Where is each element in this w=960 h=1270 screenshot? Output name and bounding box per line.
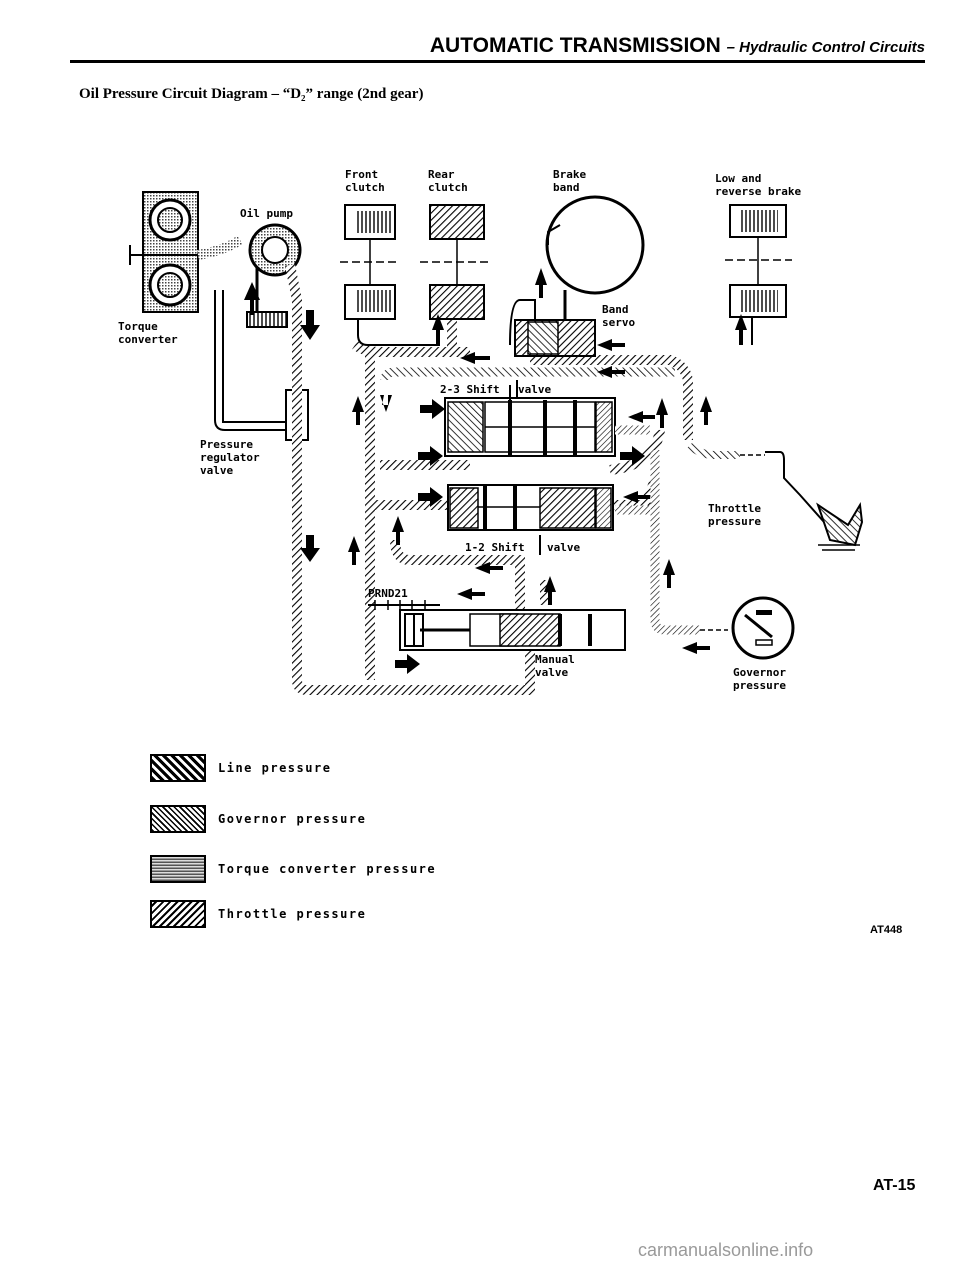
label-pressure-regulator-3: valve	[200, 464, 233, 477]
front-clutch	[340, 204, 440, 346]
label-low-reverse-2: reverse brake	[715, 185, 801, 198]
oil-pump	[246, 223, 302, 328]
label-prnd21: PRND21	[368, 587, 408, 600]
label-low-reverse-1: Low and	[715, 172, 761, 185]
flow-arrow	[663, 559, 675, 588]
flow-arrows	[244, 268, 747, 674]
flow-arrow	[628, 411, 655, 423]
flow-arrow	[418, 487, 443, 507]
flow-arrow	[544, 576, 556, 605]
label-brake-band-1: Brake	[553, 168, 586, 181]
label-shift-2-3-valve: valve	[518, 383, 551, 396]
label-front-clutch-2: clutch	[345, 181, 385, 194]
flow-arrow	[475, 562, 503, 574]
header-title: AUTOMATIC TRANSMISSION – Hydraulic Contr…	[430, 34, 925, 58]
label-shift-1-2-valve: valve	[547, 541, 580, 554]
label-oil-pump: Oil pump	[240, 207, 293, 220]
flow-arrow	[623, 491, 650, 503]
label-shift-2-3: 2-3 Shift	[440, 383, 500, 396]
legend-swatch-governor	[150, 805, 206, 833]
label-band-servo-2: servo	[602, 316, 635, 329]
flow-arrow	[380, 395, 392, 412]
header-subtitle: – Hydraulic Control Circuits	[726, 39, 925, 56]
flow-arrow	[535, 268, 547, 298]
flow-arrow	[597, 339, 625, 351]
flow-arrow	[432, 314, 444, 345]
oil-circuit-diagram: Torque converter Oil pump Pressure regul…	[118, 168, 864, 695]
line-pressure-circuit	[285, 264, 693, 695]
page-number: AT-15	[873, 1177, 916, 1194]
torque-converter	[129, 191, 199, 313]
label-rear-clutch-1: Rear	[428, 168, 455, 181]
flow-arrow	[597, 366, 625, 378]
legend-label-line: Line pressure	[218, 761, 332, 775]
flow-arrow	[682, 642, 710, 654]
shift-valve-1-2	[390, 484, 614, 565]
label-brake-band-2: band	[553, 181, 580, 194]
flow-arrow	[300, 310, 320, 340]
label-governor-2: pressure	[733, 679, 786, 692]
label-throttle-1: Throttle	[708, 502, 761, 515]
flow-arrow	[418, 446, 443, 466]
throttle-pedal	[816, 501, 864, 551]
label-shift-1-2: 1-2 Shift	[465, 541, 525, 554]
figure-code: AT448	[870, 924, 903, 936]
diagram-caption: Oil Pressure Circuit Diagram – “D₂” rang…	[79, 86, 424, 102]
flow-arrow	[395, 654, 420, 674]
flow-arrow	[620, 446, 645, 466]
flow-arrow	[300, 535, 320, 562]
flow-arrow	[460, 352, 490, 364]
label-manual-valve-1: Manual	[535, 653, 575, 666]
flow-arrow	[735, 314, 747, 345]
rear-clutch	[420, 204, 490, 355]
label-band-servo-1: Band	[602, 303, 629, 316]
governor-pressure-circuit	[615, 425, 700, 635]
legend-label-governor: Governor pressure	[218, 812, 367, 826]
label-rear-clutch-2: clutch	[428, 181, 468, 194]
band-servo	[509, 299, 596, 357]
manual-valve	[368, 600, 626, 651]
flow-arrow	[700, 396, 712, 425]
label-torque-converter-1: Torque	[118, 320, 158, 333]
header-rule	[70, 60, 925, 63]
header-main-title: AUTOMATIC TRANSMISSION	[429, 34, 721, 57]
low-reverse-brake	[725, 204, 792, 345]
flow-arrow	[392, 516, 404, 545]
label-manual-valve-2: valve	[535, 666, 568, 679]
brake-band	[545, 195, 645, 320]
watermark: carmanualsonline.info	[638, 1240, 814, 1260]
label-throttle-2: pressure	[708, 515, 761, 528]
legend-swatch-line	[150, 754, 206, 782]
label-torque-converter-2: converter	[118, 333, 178, 346]
governor-gauge	[731, 596, 795, 660]
flow-arrow	[244, 282, 260, 315]
flow-arrow	[656, 398, 668, 428]
legend-swatch-torque-converter	[150, 855, 206, 883]
flow-arrow	[420, 399, 445, 419]
legend-label-throttle: Throttle pressure	[218, 907, 367, 921]
page-header: AUTOMATIC TRANSMISSION – Hydraulic Contr…	[70, 30, 925, 66]
legend-label-torque-converter: Torque converter pressure	[218, 862, 437, 876]
label-pressure-regulator-1: Pressure	[200, 438, 253, 451]
label-governor-1: Governor	[733, 666, 786, 679]
flow-arrow	[352, 396, 364, 425]
label-front-clutch-1: Front	[345, 168, 378, 181]
flow-arrow	[348, 536, 360, 565]
shift-valve-2-3	[380, 367, 675, 457]
legend-swatch-throttle	[150, 900, 206, 928]
flow-arrow	[457, 588, 485, 600]
label-pressure-regulator-2: regulator	[200, 451, 260, 464]
